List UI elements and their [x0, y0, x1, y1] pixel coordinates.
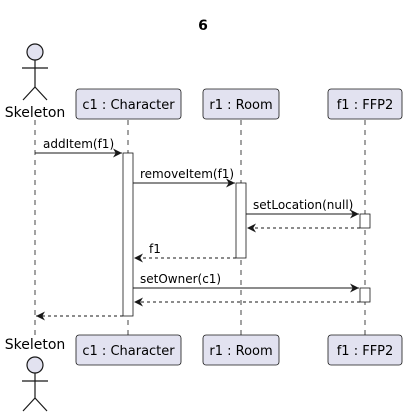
participant-label-r1-top: r1 : Room — [209, 98, 272, 113]
participant-box-r1-top: r1 : Room — [202, 88, 280, 120]
message-label-additem: addItem(f1) — [43, 137, 114, 151]
participant-box-r1-bottom: r1 : Room — [202, 334, 280, 366]
participant-label-f1-top: f1 : FFP2 — [337, 98, 394, 113]
message-label-removeitem: removeItem(f1) — [140, 167, 234, 181]
participant-label-f1-bottom: f1 : FFP2 — [337, 344, 394, 359]
activation-f1-second — [359, 287, 371, 303]
diagram-title: 6 — [198, 18, 208, 34]
activation-f1-first — [359, 213, 371, 229]
return-label-removeitem: f1 — [149, 242, 161, 256]
actor-icon-top — [22, 43, 48, 101]
activation-r1 — [235, 182, 247, 259]
participant-label-r1-bottom: r1 : Room — [209, 344, 272, 359]
participant-label-c1-bottom: c1 : Character — [82, 344, 175, 359]
activation-c1 — [122, 152, 134, 317]
participant-box-c1-top: c1 : Character — [75, 88, 182, 120]
actor-icon-bottom — [22, 356, 48, 412]
participant-label-c1-top: c1 : Character — [82, 98, 175, 113]
actor-label-top: Skeleton — [5, 105, 66, 121]
message-label-setlocation: setLocation(null) — [253, 198, 353, 212]
actor-label-bottom: Skeleton — [5, 337, 66, 353]
participant-box-c1-bottom: c1 : Character — [75, 334, 182, 366]
message-label-setowner: setOwner(c1) — [140, 272, 221, 286]
participant-box-f1-top: f1 : FFP2 — [327, 88, 403, 120]
participant-box-f1-bottom: f1 : FFP2 — [327, 334, 403, 366]
